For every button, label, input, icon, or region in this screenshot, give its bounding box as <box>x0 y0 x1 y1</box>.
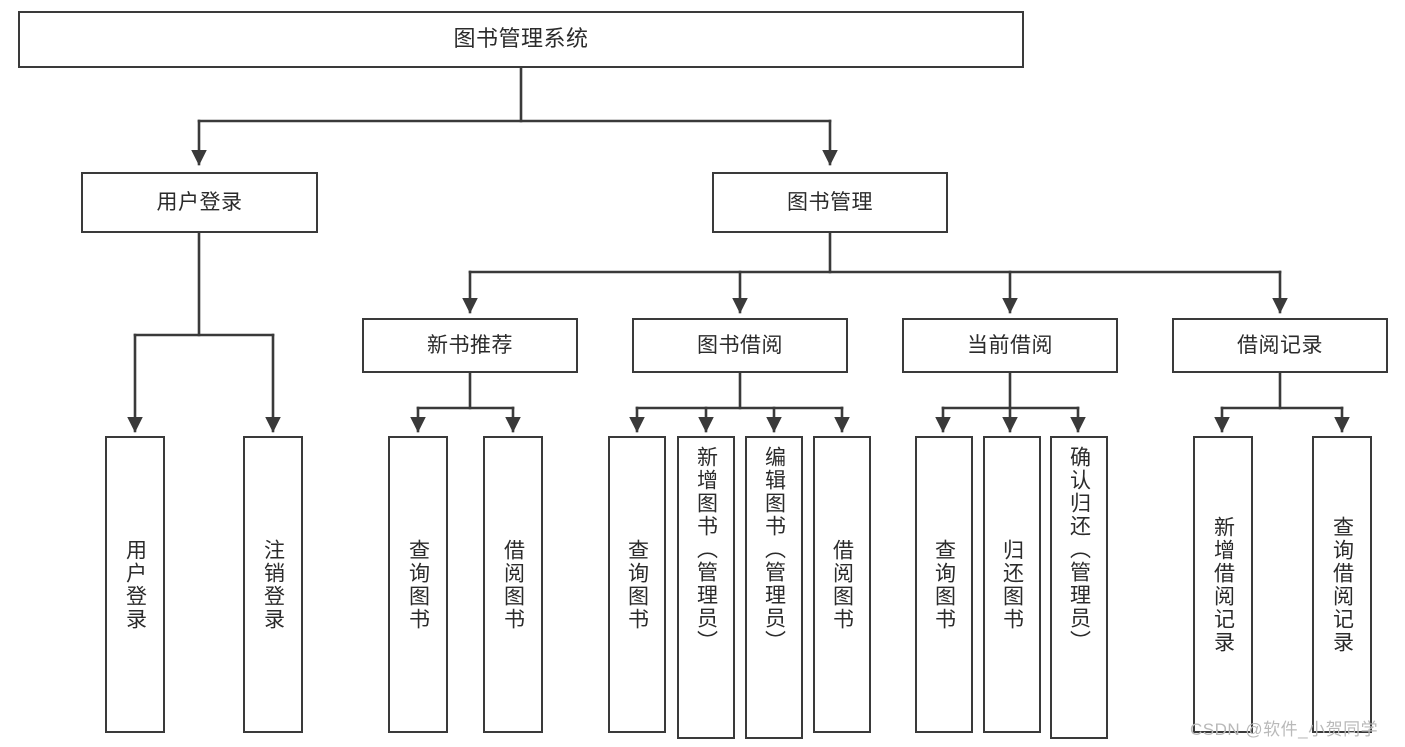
node-leaf-query-book-borrow[interactable]: 查询图书 <box>608 436 666 733</box>
node-current-borrow[interactable]: 当前借阅 <box>902 318 1118 373</box>
node-leaf-borrow-book-borrow[interactable]: 借阅图书 <box>813 436 871 733</box>
node-label: 用户登录 <box>123 538 147 631</box>
node-borrow-record[interactable]: 借阅记录 <box>1172 318 1388 373</box>
node-leaf-edit-book[interactable]: 编辑图书（管理员） <box>745 436 803 739</box>
node-leaf-borrow-book-recommend[interactable]: 借阅图书 <box>483 436 543 733</box>
node-leaf-confirm-return[interactable]: 确认归还（管理员） <box>1050 436 1108 739</box>
node-book-management[interactable]: 图书管理 <box>712 172 948 233</box>
node-leaf-add-book[interactable]: 新增图书（管理员） <box>677 436 735 739</box>
node-label: 查询借阅记录 <box>1330 515 1354 654</box>
node-leaf-user-login[interactable]: 用户登录 <box>105 436 165 733</box>
node-leaf-query-book-recommend[interactable]: 查询图书 <box>388 436 448 733</box>
node-user-login[interactable]: 用户登录 <box>81 172 318 233</box>
csdn-watermark: CSDN @软件_小贺同学 <box>1190 720 1379 739</box>
node-label: 归还图书 <box>1000 538 1024 631</box>
node-label: 查询图书 <box>932 538 956 631</box>
node-label: 编辑图书（管理员） <box>762 446 786 653</box>
node-label: 当前借阅 <box>967 333 1053 357</box>
node-label: 查询图书 <box>406 538 430 631</box>
node-label: 查询图书 <box>625 538 649 631</box>
node-book-borrow[interactable]: 图书借阅 <box>632 318 848 373</box>
node-label: 新书推荐 <box>427 333 513 357</box>
node-label: 借阅图书 <box>830 538 854 631</box>
node-leaf-query-book-current[interactable]: 查询图书 <box>915 436 973 733</box>
node-new-book-recommend[interactable]: 新书推荐 <box>362 318 578 373</box>
node-label: 新增借阅记录 <box>1211 515 1235 654</box>
node-leaf-add-borrow-record[interactable]: 新增借阅记录 <box>1193 436 1253 733</box>
node-label: 图书借阅 <box>697 333 783 357</box>
node-label: 借阅记录 <box>1237 333 1323 357</box>
node-label: 注销登录 <box>261 538 285 631</box>
node-leaf-query-borrow-record[interactable]: 查询借阅记录 <box>1312 436 1372 733</box>
node-label: 新增图书（管理员） <box>694 446 718 653</box>
node-leaf-return-book[interactable]: 归还图书 <box>983 436 1041 733</box>
node-label: 图书管理 <box>787 190 873 214</box>
node-root-book-management-system[interactable]: 图书管理系统 <box>18 11 1024 68</box>
node-label: 用户登录 <box>156 190 243 214</box>
node-label: 确认归还（管理员） <box>1067 446 1091 653</box>
node-label: 图书管理系统 <box>453 26 589 52</box>
node-leaf-logout-login[interactable]: 注销登录 <box>243 436 303 733</box>
node-label: 借阅图书 <box>501 538 525 631</box>
